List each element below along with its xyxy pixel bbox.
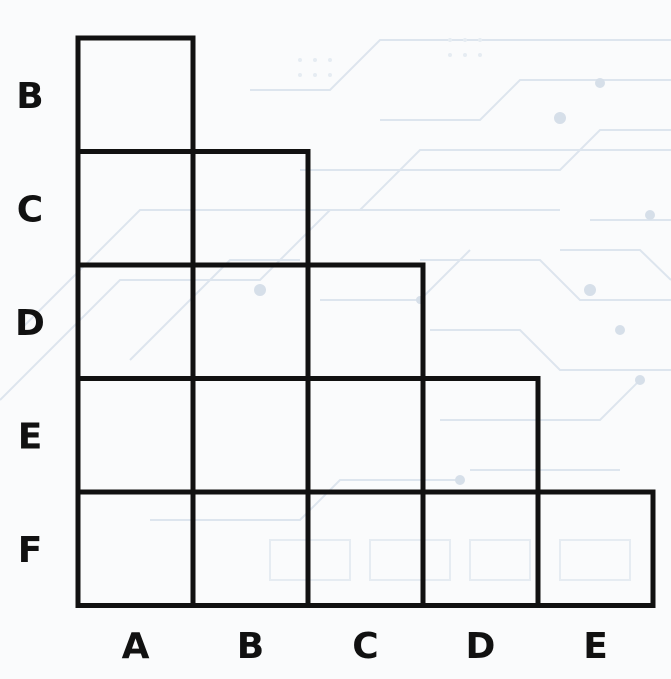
matrix-cells — [75, 35, 656, 608]
column-label-A: A — [122, 626, 150, 667]
matrix-cell-D-C — [305, 262, 426, 381]
row-label-B: B — [16, 76, 43, 117]
matrix-cell-C-B — [190, 149, 311, 268]
matrix-cell-E-D — [420, 376, 541, 495]
row-label-D: D — [15, 303, 45, 344]
matrix-cell-C-A — [75, 149, 196, 268]
row-label-C: C — [17, 189, 43, 230]
column-label-D: D — [466, 626, 496, 667]
matrix-cell-F-B — [190, 489, 311, 608]
row-label-E: E — [18, 416, 43, 457]
column-label-C: C — [352, 626, 378, 667]
matrix-cell-B-A — [75, 35, 196, 154]
row-labels: B C D E F — [15, 76, 45, 571]
matrix-cell-E-A — [75, 376, 196, 495]
row-label-F: F — [18, 530, 43, 571]
matrix-cell-F-D — [420, 489, 541, 608]
matrix-cell-F-E — [535, 489, 656, 608]
matrix-cell-F-A — [75, 489, 196, 608]
matrix-cell-E-B — [190, 376, 311, 495]
column-label-B: B — [237, 626, 264, 667]
matrix-cell-D-A — [75, 262, 196, 381]
column-label-E: E — [583, 626, 608, 667]
matrix-cell-D-B — [190, 262, 311, 381]
matrix-cell-F-C — [305, 489, 426, 608]
matrix-cell-E-C — [305, 376, 426, 495]
column-labels: A B C D E — [122, 626, 608, 667]
